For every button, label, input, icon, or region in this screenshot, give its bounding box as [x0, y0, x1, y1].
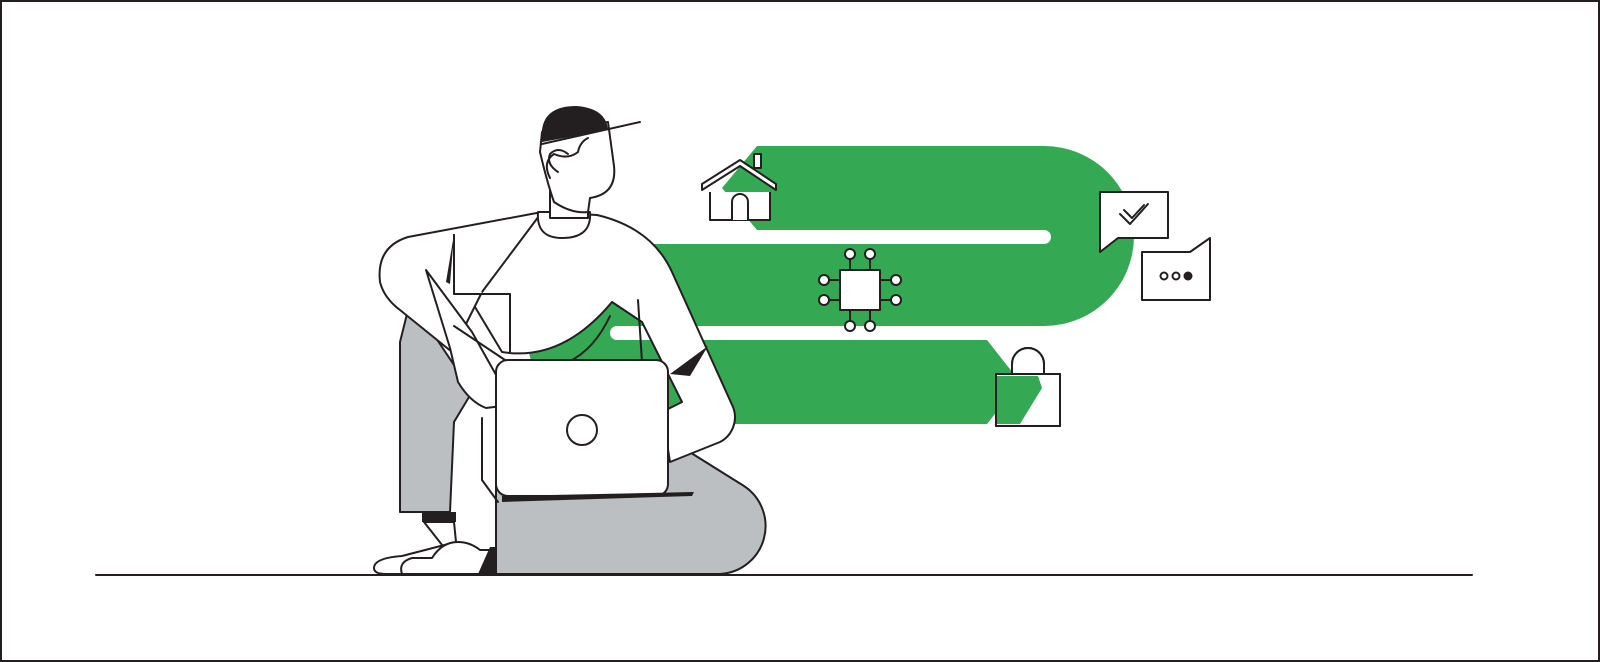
chat-check-icon	[1099, 191, 1169, 253]
right-arm	[637, 299, 643, 363]
shoe-shadow	[478, 547, 496, 574]
chat-dots-icon	[1141, 237, 1211, 301]
ear	[548, 149, 569, 173]
cap-brim	[541, 121, 641, 145]
back-sock	[422, 512, 456, 522]
laptop-edge	[481, 417, 499, 503]
front-shoe	[400, 541, 497, 575]
shopping-bag-icon	[995, 347, 1061, 427]
person	[373, 106, 767, 575]
forearm-line	[453, 325, 509, 363]
hair	[545, 137, 589, 179]
head	[539, 121, 616, 214]
underarm-shadow	[446, 234, 454, 284]
shirt-pocket	[453, 234, 511, 352]
shirt	[451, 211, 736, 463]
house-icon	[701, 153, 777, 221]
laptop-base	[502, 492, 694, 502]
laptop-logo	[566, 414, 598, 446]
chip-icon	[818, 248, 902, 332]
laptop	[481, 359, 694, 503]
elbow-shadow	[670, 346, 708, 376]
